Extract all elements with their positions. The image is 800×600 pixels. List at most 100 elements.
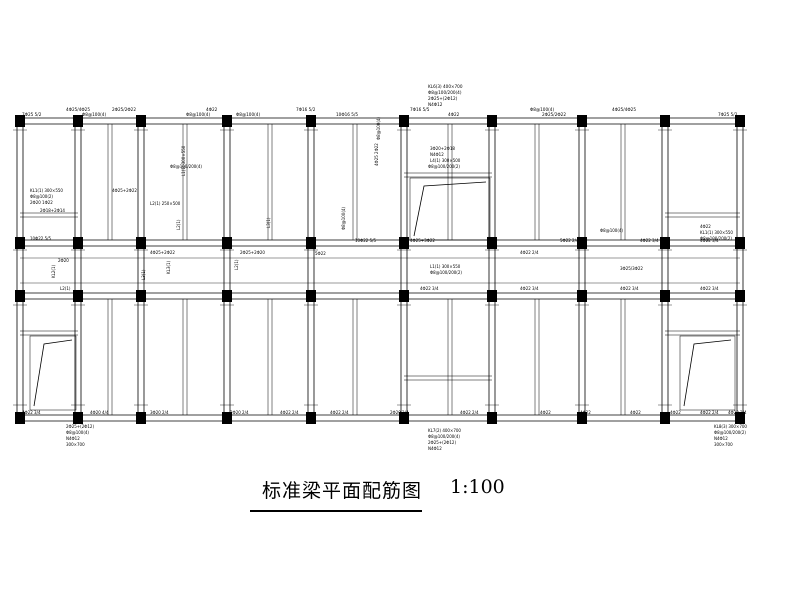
bottom-rebar-label: 4Φ20 4/4: [90, 410, 109, 415]
top-callout-label: 2Φ25+(2Φ12): [428, 96, 458, 101]
column: [73, 115, 83, 127]
beam-label: L2(1): [60, 286, 71, 291]
bottom-rebar-label: 2Φ20 2/4: [390, 410, 409, 415]
column: [487, 237, 497, 249]
beam-label: 4Φ25+2Φ22: [112, 188, 137, 193]
beam-label: L1(1) 300×550: [430, 264, 461, 269]
mid-rebar-label: 5Φ22 2/4: [560, 238, 579, 243]
column: [306, 115, 316, 127]
column: [399, 237, 409, 249]
mid-rebar-label: 10Φ22 5/5: [30, 236, 51, 241]
beam-label: Φ8@100/200(4): [170, 164, 202, 169]
top-rebar-label: 7Φ25 5/2: [718, 112, 738, 117]
bottom-callout-label: Φ8@100(4): [66, 430, 89, 435]
top-rebar-label: 7Φ16 5/2: [296, 107, 316, 112]
beam-label: L2(1): [176, 219, 181, 230]
mid-rebar-label: 4Φ22 3/4: [700, 238, 719, 243]
column: [73, 290, 83, 302]
bottom-rebar-label: 4Φ22: [580, 410, 591, 415]
column: [577, 412, 587, 424]
bottom-callout-label: KL8(3) 300×700: [714, 424, 747, 429]
beam-label: 4Φ25 2Φ22: [374, 143, 379, 166]
column: [487, 115, 497, 127]
column: [735, 115, 745, 127]
beam-label: Φ8@100(4): [341, 207, 346, 230]
column: [487, 412, 497, 424]
bottom-rebar-label: 4Φ22 2/4: [700, 410, 719, 415]
mid-rebar-label: 4Φ25+3Φ22: [410, 238, 435, 243]
beam-label: L1(1) 300×550: [181, 145, 186, 176]
bottom-rebar-label: 4Φ22 3/4: [22, 410, 41, 415]
beam-label: Φ8@100(4): [600, 228, 623, 233]
bottom-rebar-label: 4Φ22 2/4: [728, 410, 747, 415]
beam-label: L2(1): [234, 259, 239, 270]
beam-label: L4(1) 300×500: [430, 158, 461, 163]
stair-zones: [29, 177, 736, 411]
mid-rebar-label: 4Φ22 3/4: [640, 238, 659, 243]
bottom-callout-label: N4Φ12: [714, 436, 728, 441]
bottom-rebar-label: 4Φ22: [670, 410, 681, 415]
column: [577, 237, 587, 249]
beam-label: Φ8@100(2): [30, 194, 53, 199]
column: [487, 290, 497, 302]
bottom-callout-label: 2Φ25+(2Φ12): [66, 424, 94, 429]
top-rebar-label: 7Φ25 5/2: [22, 112, 42, 117]
column: [15, 237, 25, 249]
beam-label: 3Φ20+2Φ18: [430, 146, 455, 151]
bottom-callout-label: 2Φ25+(2Φ12): [428, 440, 456, 445]
stair-line: [33, 339, 73, 407]
column: [660, 290, 670, 302]
column: [136, 237, 146, 249]
column: [15, 412, 25, 424]
column: [222, 237, 232, 249]
top-rebar-label: Φ8@100(4): [236, 112, 260, 117]
column: [660, 115, 670, 127]
beam-label: 2Φ20: [58, 258, 69, 263]
beam-label: Φ8@100/200(2): [428, 164, 460, 169]
top-rebar-label: 2Φ25/2Φ22: [112, 107, 136, 112]
beam-label: Φ8@100/200(2): [430, 270, 462, 275]
column: [735, 412, 745, 424]
column: [73, 237, 83, 249]
mid-rebar-label: 4Φ22 3/4: [420, 286, 439, 291]
bottom-callout-label: N4Φ12: [428, 446, 442, 451]
column: [73, 412, 83, 424]
beam-label: Φ8@100/200(2): [700, 236, 732, 241]
bottom-rebar-label: 4Φ22 2/4: [280, 410, 299, 415]
column: [136, 115, 146, 127]
top-rebar-label: 10Φ16 5/5: [336, 112, 358, 117]
mid-rebar-label: 10Φ22 5/5: [355, 238, 376, 243]
title-block: 标准梁平面配筋图 1:100: [250, 476, 510, 520]
column: [136, 412, 146, 424]
column: [306, 412, 316, 424]
stair-line: [413, 181, 487, 237]
top-rebar-label: Φ8@100(4): [530, 107, 554, 112]
stair-box: [679, 335, 736, 411]
mid-rebar-label: 4Φ22 2/4: [520, 250, 539, 255]
column: [136, 290, 146, 302]
beam-label: KL1(1) 300×550: [700, 230, 733, 235]
column: [399, 290, 409, 302]
column: [660, 237, 670, 249]
bottom-callout-label: N4Φ12: [66, 436, 80, 441]
mid-rebar-label: 2Φ18+2Φ14: [40, 208, 65, 213]
bottom-callout-label: 300×700: [714, 442, 733, 447]
mid-rebar-label: 4Φ22 3/4: [620, 286, 639, 291]
beam-label: KL1(1) 300×550: [30, 188, 63, 193]
top-rebar-label: 4Φ25/4Φ25: [66, 107, 90, 112]
bottom-rebar-label: 4Φ22 2/4: [460, 410, 479, 415]
column: [222, 290, 232, 302]
bottom-callout-label: Φ8@100/200(4): [428, 434, 460, 439]
bottom-callout-label: Φ8@100/200(2): [714, 430, 746, 435]
column: [222, 115, 232, 127]
column: [306, 237, 316, 249]
top-rebar-label: Φ8@100(4): [82, 112, 106, 117]
bottom-rebar-label: 4Φ22 2/4: [330, 410, 349, 415]
beam-label: L3(1): [141, 269, 146, 280]
stair-box: [29, 335, 77, 411]
drawing-scale: 1:100: [450, 476, 505, 498]
beam-label: N4Φ12: [430, 152, 444, 157]
column: [15, 115, 25, 127]
beam-label: L2(1) 250×500: [150, 201, 181, 206]
